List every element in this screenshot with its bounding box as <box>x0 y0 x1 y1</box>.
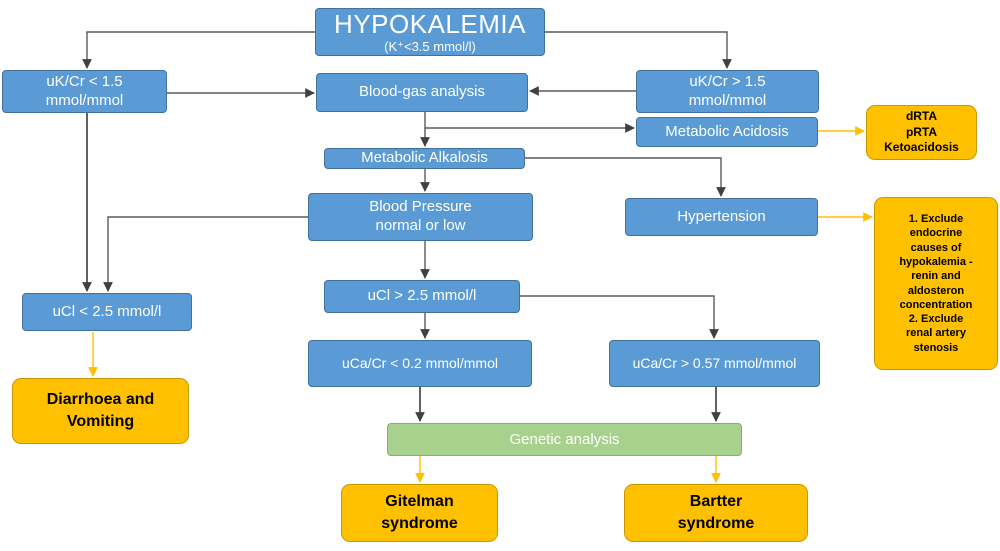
node-text: mmol/mmol <box>45 91 124 109</box>
arrow-hypokalemia-to-ukcr-low <box>82 31 315 69</box>
node-text: uCa/Cr > 0.57 mmol/mmol <box>632 354 797 371</box>
blood-gas-node: Blood-gas analysis <box>316 73 528 112</box>
ukcr-high-node: uK/Cr > 1.5 mmol/mmol <box>636 70 819 113</box>
node-text: pRTA <box>905 124 938 139</box>
node-text: 2. Exclude <box>908 313 964 326</box>
diarrhoea-vomiting-node: Diarrhoea and Vomiting <box>12 378 189 444</box>
genetic-analysis-node: Genetic analysis <box>387 423 742 456</box>
arrow-blood-gas-to-metabolic-acidosis <box>424 112 635 133</box>
ukcr-low-node: uK/Cr < 1.5 mmol/mmol <box>2 70 167 113</box>
node-text: renal artery <box>906 327 966 340</box>
node-text: renin and <box>911 270 961 283</box>
ucacr-low-node: uCa/Cr < 0.2 mmol/mmol <box>308 340 532 387</box>
node-text: uCl > 2.5 mmol/l <box>367 287 477 305</box>
hypokalemia-node: HYPOKALEMIA (K⁺<3.5 mmol/l) <box>315 8 545 56</box>
node-text: Gitelman <box>385 493 454 511</box>
ucl-high-node: uCl > 2.5 mmol/l <box>324 280 520 313</box>
blood-pressure-node: Blood Pressure normal or low <box>308 193 533 241</box>
diagram-title: HYPOKALEMIA <box>334 8 526 39</box>
hypertension-workup-node: 1. Exclude endocrine causes of hypokalem… <box>874 197 998 370</box>
arrow-alkalosis-to-hypertension <box>525 157 726 197</box>
node-text: hypokalemia - <box>899 255 973 268</box>
node-text: Ketoacidosis <box>884 140 959 155</box>
node-text: stenosis <box>913 341 959 354</box>
gitelman-syndrome-node: Gitelman syndrome <box>341 484 498 542</box>
bartter-syndrome-node: Bartter syndrome <box>624 484 808 542</box>
node-text: Blood-gas analysis <box>359 83 485 101</box>
acidosis-causes-node: dRTA pRTA Ketoacidosis <box>866 105 977 160</box>
node-text: Diarrhoea and <box>46 391 155 409</box>
ucacr-high-node: uCa/Cr > 0.57 mmol/mmol <box>609 340 820 387</box>
node-text: endocrine <box>909 227 963 240</box>
diagram-title-sub: (K⁺<3.5 mmol/l) <box>384 38 476 54</box>
arrow-ucl-high-to-ucacr-high <box>520 295 719 339</box>
node-text: normal or low <box>375 217 466 234</box>
node-text: Metabolic Alkalosis <box>361 149 488 167</box>
node-text: 1. Exclude <box>908 213 964 226</box>
node-text: Blood Pressure <box>369 198 472 216</box>
hypertension-node: Hypertension <box>625 198 818 236</box>
node-text: Hypertension <box>677 207 766 225</box>
node-text: syndrome <box>381 515 458 532</box>
node-text: syndrome <box>677 515 755 532</box>
node-text: Bartter <box>689 493 743 511</box>
metabolic-alkalosis-node: Metabolic Alkalosis <box>324 148 525 169</box>
node-text: uCl < 2.5 mmol/l <box>52 302 162 320</box>
node-text: Genetic analysis <box>509 431 620 448</box>
arrow-hypokalemia-to-ukcr-high <box>545 31 732 69</box>
node-text: uK/Cr < 1.5 <box>46 72 123 90</box>
node-text: uK/Cr > 1.5 <box>689 72 766 90</box>
node-text: causes of <box>910 241 962 254</box>
metabolic-acidosis-node: Metabolic Acidosis <box>636 117 818 147</box>
ucl-low-node: uCl < 2.5 mmol/l <box>22 293 192 331</box>
node-text: concentration <box>899 298 973 311</box>
node-text: uCa/Cr < 0.2 mmol/mmol <box>342 354 498 371</box>
node-text: Vomiting <box>66 413 135 430</box>
arrow-blood-pressure-to-ucl-low <box>103 216 308 292</box>
node-text: Metabolic Acidosis <box>665 122 789 140</box>
node-text: mmol/mmol <box>688 91 767 109</box>
node-text: dRTA <box>905 109 938 124</box>
node-text: aldosteron <box>907 284 965 297</box>
